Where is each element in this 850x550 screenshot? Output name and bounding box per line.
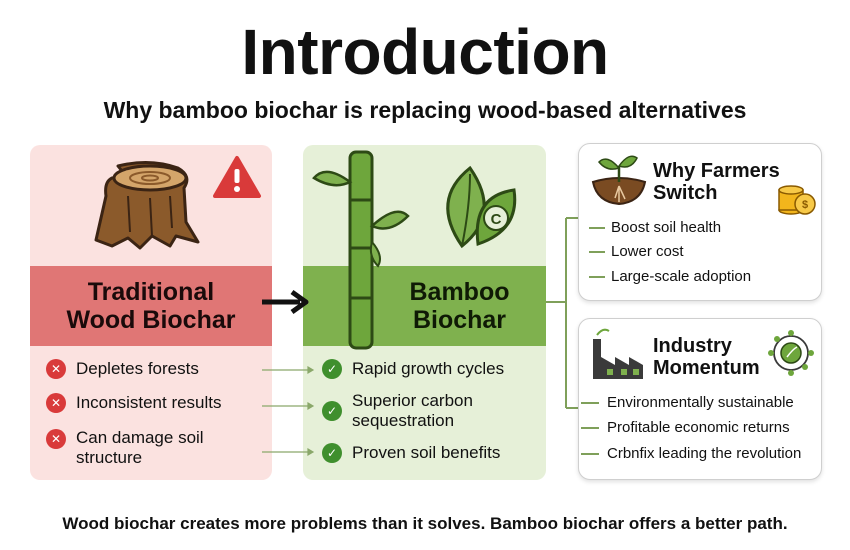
- industry-item: Crbnfix leading the revolution: [607, 445, 802, 462]
- industry-item: Profitable economic returns: [607, 419, 790, 436]
- check-icon: ✓: [322, 443, 342, 463]
- bamboo-item: ✓ Rapid growth cycles: [322, 359, 504, 379]
- warning-icon: [213, 156, 261, 198]
- traditional-item: ✕ Can damage soil structure: [46, 428, 204, 468]
- eco-network-icon: [768, 330, 814, 376]
- page-title: Introduction: [241, 16, 609, 88]
- factory-icon: [593, 328, 643, 379]
- card-bracket-connector: [546, 217, 580, 409]
- bamboo-heading: Bamboo Biochar: [303, 266, 546, 346]
- cross-icon: ✕: [46, 429, 66, 449]
- check-icon: ✓: [322, 401, 342, 421]
- bamboo-heading-line2: Biochar: [412, 306, 507, 334]
- bamboo-item: ✓ Proven soil benefits: [322, 443, 500, 463]
- bamboo-item: ✓ Superior carbon sequestration: [322, 391, 473, 431]
- item-connector-arrows: [262, 365, 315, 457]
- cross-icon: ✕: [46, 393, 66, 413]
- farmers-item: Large-scale adoption: [611, 268, 752, 285]
- industry-card: Industry Momentum Environmentally sustai…: [578, 318, 822, 480]
- footer-statement: Wood biochar creates more problems than …: [62, 514, 788, 533]
- sprout-icon: [591, 155, 647, 206]
- tree-stump-icon: [94, 161, 200, 250]
- industry-item: Environmentally sustainable: [607, 394, 794, 411]
- bamboo-stalk-icon: [312, 150, 410, 350]
- cross-icon: ✕: [46, 359, 66, 379]
- traditional-item: ✕ Inconsistent results: [46, 393, 222, 413]
- svg-text:C: C: [491, 211, 502, 228]
- farmers-item: Lower cost: [611, 243, 684, 260]
- traditional-heading: Traditional Wood Biochar: [30, 266, 272, 346]
- svg-text:$: $: [802, 199, 808, 211]
- card-graphics: $: [589, 155, 816, 278]
- check-icon: ✓: [322, 359, 342, 379]
- traditional-item: ✕ Depletes forests: [46, 359, 199, 379]
- industry-card-title: Industry Momentum: [653, 335, 760, 379]
- coins-icon: $: [778, 185, 816, 215]
- traditional-heading-line1: Traditional: [87, 278, 215, 306]
- page-subtitle: Why bamboo biochar is replacing wood-bas…: [103, 97, 747, 123]
- card-graphics: [581, 328, 814, 455]
- farmers-item: Boost soil health: [611, 219, 722, 236]
- arrow-right-icon: [262, 289, 309, 315]
- carbon-leaf-icon: C: [446, 165, 517, 249]
- traditional-heading-line2: Wood Biochar: [66, 306, 236, 334]
- farmers-card-title: Why Farmers Switch: [653, 160, 780, 204]
- bamboo-heading-line1: Bamboo: [409, 278, 510, 306]
- farmers-card: $ Why Farmers Switch Boost soil health L…: [578, 143, 822, 301]
